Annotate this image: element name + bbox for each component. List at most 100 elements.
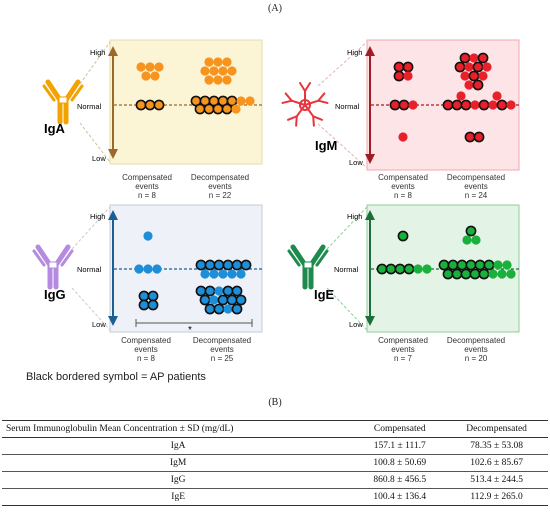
dot-normal-ap xyxy=(213,259,225,271)
zoom-line-lower xyxy=(317,123,368,169)
dots-compensated xyxy=(389,61,418,142)
group-decompensated-n: n = 22 xyxy=(209,191,232,200)
group-decompensated-line2: events xyxy=(210,345,234,354)
group-decompensated-n: n = 25 xyxy=(211,354,234,363)
zoom-line-upper xyxy=(317,41,368,87)
dot-high xyxy=(136,62,146,72)
dot-normal-ap xyxy=(460,99,472,111)
dot-normal-ap xyxy=(144,99,156,111)
dot-high xyxy=(471,235,481,245)
dot-high-ap xyxy=(468,70,480,82)
group-compensated-line1: Compensated xyxy=(121,336,171,345)
dot-high-ap xyxy=(393,61,405,73)
dot-normal xyxy=(218,269,228,279)
dot-normal-ap xyxy=(460,268,472,280)
dot-high xyxy=(464,80,474,90)
dot-high-ap xyxy=(454,61,466,73)
table-cell: 513.4 ± 244.5 xyxy=(445,471,548,489)
panel-ige: IgE High Normal Low xyxy=(289,204,520,363)
dot-high xyxy=(464,62,474,72)
dot-normal xyxy=(245,96,255,106)
zoom-line-lower xyxy=(71,287,111,331)
dot-low-ap xyxy=(217,294,229,306)
dot-normal xyxy=(422,264,432,274)
dot-high-ap xyxy=(472,61,484,73)
table-cell: IgA xyxy=(2,437,355,455)
dot-high xyxy=(209,66,219,76)
axis-arrow-down xyxy=(108,149,118,159)
group-decompensated-line2: events xyxy=(464,345,488,354)
dot-normal-ap xyxy=(240,259,252,271)
panel-igg: IgG High Normal Low xyxy=(34,204,263,363)
dot-normal-ap xyxy=(478,268,490,280)
dot-low-ap xyxy=(231,303,243,315)
dots-decompensated xyxy=(442,52,516,143)
dot-low-ap xyxy=(147,290,159,302)
dot-normal xyxy=(493,260,503,270)
dot-normal xyxy=(492,91,502,101)
group-compensated-line2: events xyxy=(134,345,158,354)
table-cell: IgE xyxy=(2,488,355,506)
dot-high-ap xyxy=(402,61,414,73)
table-cell: 100.4 ± 136.4 xyxy=(354,488,446,506)
dot-high-ap xyxy=(397,230,409,242)
dot-normal-ap xyxy=(385,263,397,275)
figure-label-b: (B) xyxy=(268,397,282,408)
group-compensated-n: n = 8 xyxy=(138,191,157,200)
dot-low-ap xyxy=(138,299,150,311)
dot-high xyxy=(213,75,223,85)
dot-normal-ap xyxy=(469,268,481,280)
column-header: Serum Immunoglobulin Mean Concentration … xyxy=(2,420,355,438)
dot-low-ap xyxy=(226,294,238,306)
group-decompensated-line1: Decompensated xyxy=(191,173,249,182)
group-compensated-line2: events xyxy=(391,182,415,191)
dot-normal xyxy=(134,264,144,274)
table-row: IgM 100.8 ± 50.69 102.6 ± 85.67 xyxy=(2,454,548,472)
dots-compensated xyxy=(135,62,165,111)
dot-low-ap xyxy=(235,294,247,306)
dot-low-ap xyxy=(222,285,234,297)
table-cell: 860.8 ± 456.5 xyxy=(354,471,446,489)
dot-normal-ap xyxy=(447,259,459,271)
dots-compensated xyxy=(134,231,162,311)
ige-antibody-icon xyxy=(289,247,327,287)
dots-decompensated xyxy=(195,259,252,315)
dot-normal xyxy=(231,104,241,114)
dot-low xyxy=(214,286,224,296)
table-row: IgE 100.4 ± 136.4 112.9 ± 265.0 xyxy=(2,488,548,506)
dot-low xyxy=(398,132,408,142)
dot-normal-ap xyxy=(195,259,207,271)
axis-arrow-up xyxy=(365,46,375,56)
axis-low-label: Low xyxy=(349,158,363,167)
dot-normal-ap xyxy=(153,99,165,111)
dot-low-ap xyxy=(213,303,225,315)
dot-high xyxy=(200,66,210,76)
dot-high xyxy=(154,62,164,72)
dot-high xyxy=(213,57,223,67)
dot-normal-ap xyxy=(442,268,454,280)
legend-note: Black bordered symbol = AP patients xyxy=(26,371,206,383)
axis-high-label: High xyxy=(90,48,105,57)
dot-high xyxy=(482,62,492,72)
dot-high xyxy=(204,75,214,85)
dot-normal xyxy=(413,264,423,274)
dot-high-ap xyxy=(465,225,477,237)
dot-high xyxy=(145,62,155,72)
group-compensated-n: n = 8 xyxy=(394,191,413,200)
dot-normal-ap xyxy=(194,103,206,115)
axis-arrow-down xyxy=(108,316,118,326)
dot-normal xyxy=(506,269,516,279)
dot-high xyxy=(469,53,479,63)
dot-normal-ap xyxy=(451,268,463,280)
group-decompensated-n: n = 24 xyxy=(465,191,488,200)
dot-high xyxy=(460,71,470,81)
dot-high xyxy=(403,71,413,81)
dot-high xyxy=(462,235,472,245)
dot-high-ap xyxy=(393,70,405,82)
group-compensated-line1: Compensated xyxy=(378,173,428,182)
panel-iga: IgA High Normal Low xyxy=(44,39,263,200)
dot-low xyxy=(223,304,233,314)
group-decompensated-line2: events xyxy=(464,182,488,191)
figure-label-a: (A) xyxy=(268,3,282,14)
dot-low-ap xyxy=(199,294,211,306)
